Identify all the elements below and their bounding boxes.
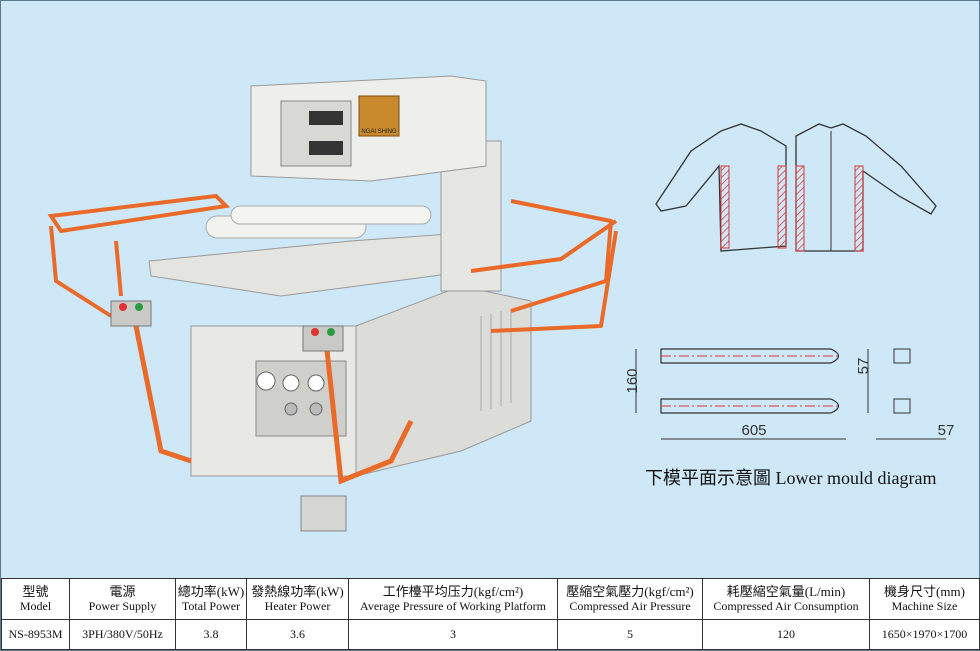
- valve-knob-icon: [309, 402, 323, 416]
- machine-side-cabinet: [355, 285, 532, 477]
- working-platform: [148, 230, 492, 297]
- shirt-back-outline: [655, 123, 787, 252]
- header-cell: 發熱線功率(kW)Heater Power: [246, 578, 349, 620]
- lower-mould-diagram: 160 605 57 57: [624, 348, 955, 440]
- ironing-zone-hatch: [777, 165, 787, 249]
- cell-heater-power: 3.6: [246, 619, 349, 650]
- cell-total-power: 3.8: [175, 619, 247, 650]
- header-cell: 壓縮空氣壓力(kgf/cm²)Compressed Air Pressure: [557, 578, 703, 620]
- mould-outline: [660, 398, 840, 414]
- cell-air-pressure: 5: [557, 619, 703, 650]
- safety-rail-support: [133, 325, 414, 485]
- start-button-icon: [311, 328, 319, 336]
- foot-pedal: [300, 495, 347, 532]
- header-cell: 耗壓縮空氣量(L/min)Compressed Air Consumption: [702, 578, 870, 620]
- dimension-length-label: 605: [741, 422, 766, 439]
- cell-power-supply: 3PH/380V/50Hz: [69, 619, 176, 650]
- mould-pad: [230, 205, 432, 225]
- header-cell: 機身尺寸(mm)Machine Size: [869, 578, 980, 620]
- safety-rail: [47, 193, 231, 234]
- shirt-front-outline: [795, 123, 937, 252]
- pressure-gauge-icon: [307, 374, 325, 392]
- pressure-gauge-icon: [282, 374, 300, 392]
- timer-display: [309, 141, 343, 155]
- shirt-ironing-zone-diagram: [655, 123, 937, 252]
- cell-machine-size: 1650×1970×1700: [869, 619, 980, 650]
- cell-air-consumption: 120: [702, 619, 870, 650]
- brand-plate: [358, 95, 400, 137]
- two-hand-switch-box: [302, 325, 344, 352]
- start-button-icon: [135, 303, 143, 311]
- dimension-height-label: 57: [855, 358, 872, 375]
- dimension-width-label: 160: [624, 368, 641, 393]
- start-button-icon: [119, 303, 127, 311]
- start-button-icon: [327, 328, 335, 336]
- ironing-zone-hatch: [795, 165, 805, 252]
- brand-plate-text: NGAI SHING: [361, 129, 397, 135]
- control-panel: [280, 100, 352, 167]
- spec-table-row: NS-8953M 3PH/380V/50Hz 3.8 3.6 3 5 120 1…: [1, 619, 980, 650]
- valve-knob-icon: [284, 402, 298, 416]
- safety-rail: [49, 199, 618, 333]
- dimension-side-label: 57: [938, 422, 955, 439]
- timer-display: [309, 111, 343, 125]
- mould-section-square: [893, 398, 911, 414]
- header-cell: 總功率(kW)Total Power: [175, 578, 247, 620]
- mould-outline: [660, 348, 840, 364]
- pressure-gauge-icon: [256, 371, 276, 391]
- ironing-zone-hatch: [720, 165, 730, 249]
- mould-diagram-caption: 下模平面示意圖 Lower mould diagram: [645, 468, 937, 488]
- cell-model: NS-8953M: [1, 619, 70, 650]
- machine-illustration: NGAI SHING: [47, 75, 618, 532]
- cell-platform-pressure: 3: [348, 619, 558, 650]
- header-cell: 工作檯平均压力(kgf/cm²)Average Pressure of Work…: [348, 578, 558, 620]
- mould-section-square: [893, 348, 911, 364]
- ironing-zone-hatch: [854, 165, 864, 252]
- two-hand-switch-box: [110, 300, 152, 327]
